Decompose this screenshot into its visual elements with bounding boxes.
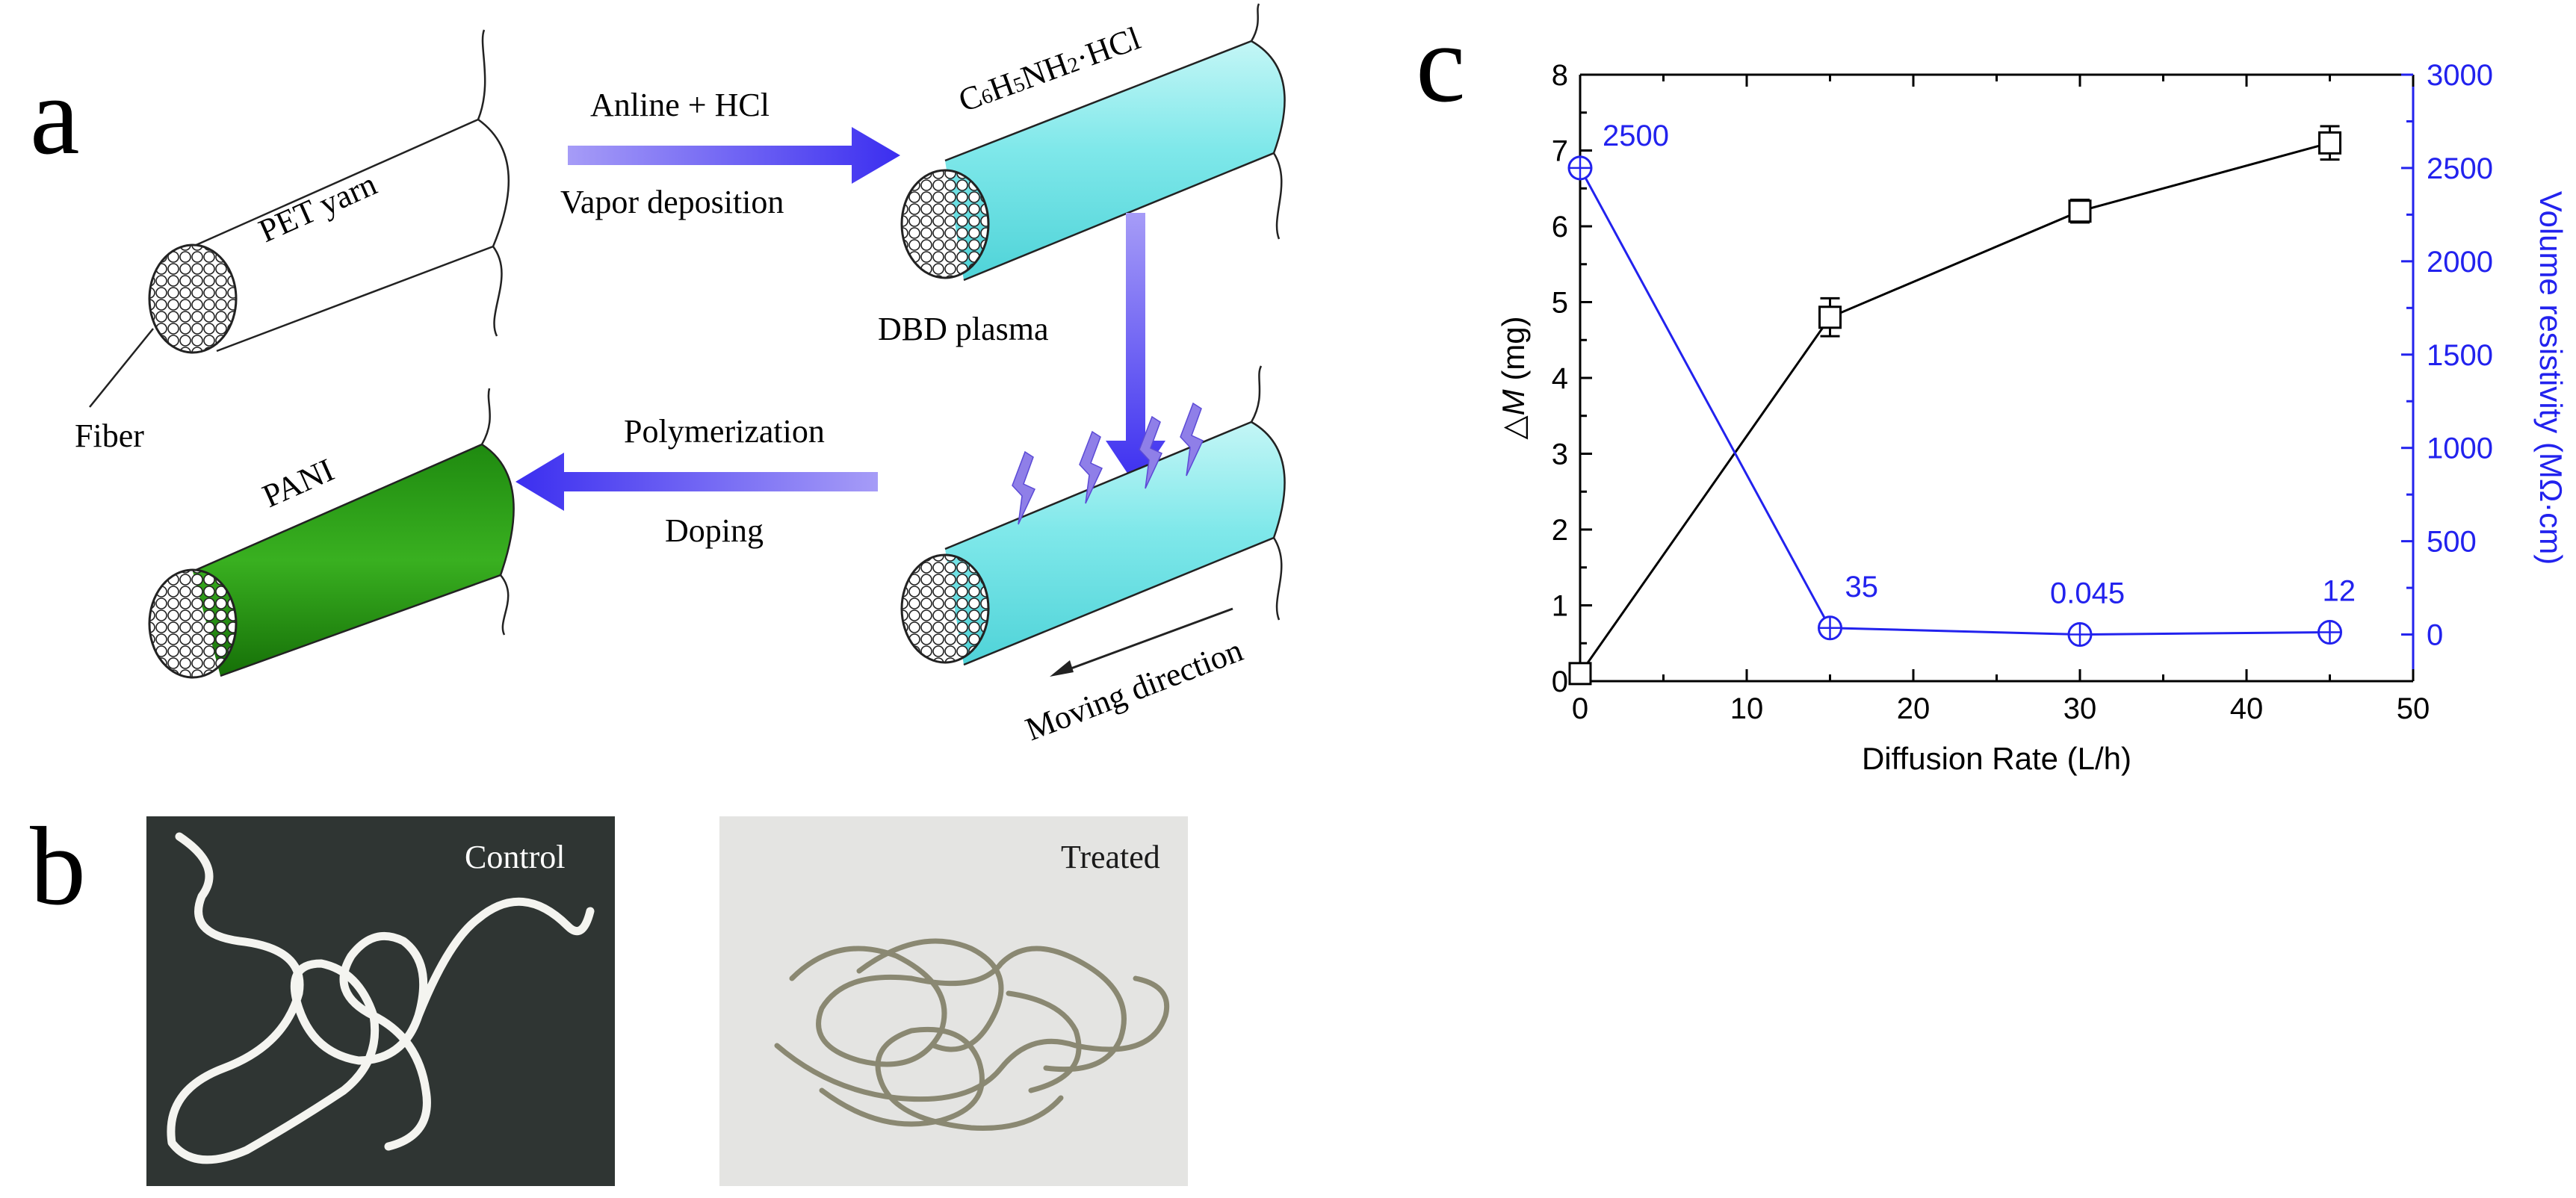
pani-coated-yarn: PANI: [148, 388, 515, 679]
x-tick-label: 0: [1572, 692, 1588, 725]
y-right-tick-label: 2000: [2427, 246, 2493, 279]
fiber-label: Fiber: [75, 418, 144, 454]
spark-icon: [1012, 450, 1035, 525]
moving-direction-arrow: Moving direction: [1021, 607, 1248, 748]
y-left-tick-label: 6: [1552, 211, 1568, 243]
y-left-tick-label: 7: [1552, 135, 1568, 168]
treated-yarn: [774, 938, 1170, 1131]
resistivity-data-label: 0.045: [2050, 577, 2125, 610]
panel-b-label: b: [30, 804, 86, 928]
y-right-tick-label: 3000: [2427, 59, 2493, 92]
x-tick-label: 40: [2230, 692, 2264, 725]
y-left-tick-label: 4: [1552, 362, 1568, 395]
resistivity-data-label: 2500: [1603, 120, 1669, 152]
treated-label: Treated: [1061, 839, 1160, 875]
y-right-axis-title: Volume resistivity (MΩ·cm): [2533, 191, 2569, 565]
mass-point: [2318, 131, 2341, 155]
y-right-tick-label: 1500: [2427, 339, 2493, 372]
y-left-axis-title: △M (mg): [1496, 316, 1531, 439]
y-right-tick-label: 2500: [2427, 152, 2493, 185]
fiber-cross-section-2: [900, 169, 990, 279]
y-left-tick-label: 8: [1552, 59, 1568, 92]
plasma-spark-icons: [1012, 402, 1204, 525]
arrow-polymerization: Polymerization Doping: [515, 413, 878, 549]
x-tick-label: 20: [1897, 692, 1931, 725]
salt-coated-yarn: C6H5NH2·HCl: [900, 3, 1286, 282]
step3-bottom-label: Doping: [665, 512, 764, 549]
fiber-cross-section-3: [900, 553, 990, 664]
spark-icon: [1139, 415, 1162, 489]
panel-c-label: c: [1416, 1, 1466, 125]
moving-direction-label: Moving direction: [1021, 632, 1248, 748]
resistivity-data-label: 35: [1845, 571, 1879, 603]
fiber-cross-section: [148, 243, 238, 354]
series-resistivity-line: [1579, 167, 2330, 636]
control-photo: Control: [146, 816, 615, 1186]
arrow-dbd-plasma: DBD plasma: [878, 213, 1165, 485]
panel-a-label: a: [30, 54, 80, 178]
treated-photo: Treated: [719, 816, 1188, 1186]
step3-top-label: Polymerization: [624, 413, 825, 450]
y-left-tick-label: 1: [1552, 590, 1568, 623]
y-left-tick-label: 2: [1552, 514, 1568, 547]
plasma-treated-yarn: Moving direction: [900, 365, 1286, 748]
y-left-tick-label: 3: [1552, 438, 1568, 471]
spark-icon: [1180, 402, 1204, 477]
fiber-cross-section-4: [148, 568, 238, 679]
series-mass-line: [1579, 141, 2330, 674]
x-tick-label: 30: [2063, 692, 2097, 725]
step2-label: DBD plasma: [878, 311, 1049, 347]
panel-b: b Control Treated: [30, 804, 1188, 1186]
x-tick-label: 10: [1730, 692, 1764, 725]
y-left-tick-label: 0: [1552, 665, 1568, 698]
step1-bottom-label: Vapor deposition: [560, 184, 784, 220]
y-right-tick-label: 500: [2427, 526, 2477, 559]
mass-point: [2068, 199, 2092, 223]
control-yarn: [167, 832, 595, 1164]
y-right-tick-label: 0: [2427, 619, 2443, 652]
x-tick-label: 50: [2397, 692, 2430, 725]
panel-a: a PET yarn Fiber Anline + HCl Vapor depo…: [30, 3, 1286, 748]
resistivity-data-label: 12: [2323, 575, 2356, 608]
x-axis-title: Diffusion Rate (L/h): [1862, 741, 2131, 776]
arrow-vapor-deposition: Anline + HCl Vapor deposition: [560, 87, 900, 220]
y-left-tick-label: 5: [1552, 287, 1568, 320]
pet-yarn-cylinder: PET yarn Fiber: [75, 29, 510, 454]
step1-top-label: Anline + HCl: [590, 87, 770, 123]
mass-point: [1818, 305, 1842, 329]
pani-label: PANI: [257, 451, 339, 515]
spark-icon: [1079, 430, 1103, 504]
mass-point: [1568, 662, 1592, 686]
control-label: Control: [465, 839, 565, 875]
y-right-tick-label: 1000: [2427, 432, 2493, 465]
fiber-leader-line: [89, 328, 154, 408]
